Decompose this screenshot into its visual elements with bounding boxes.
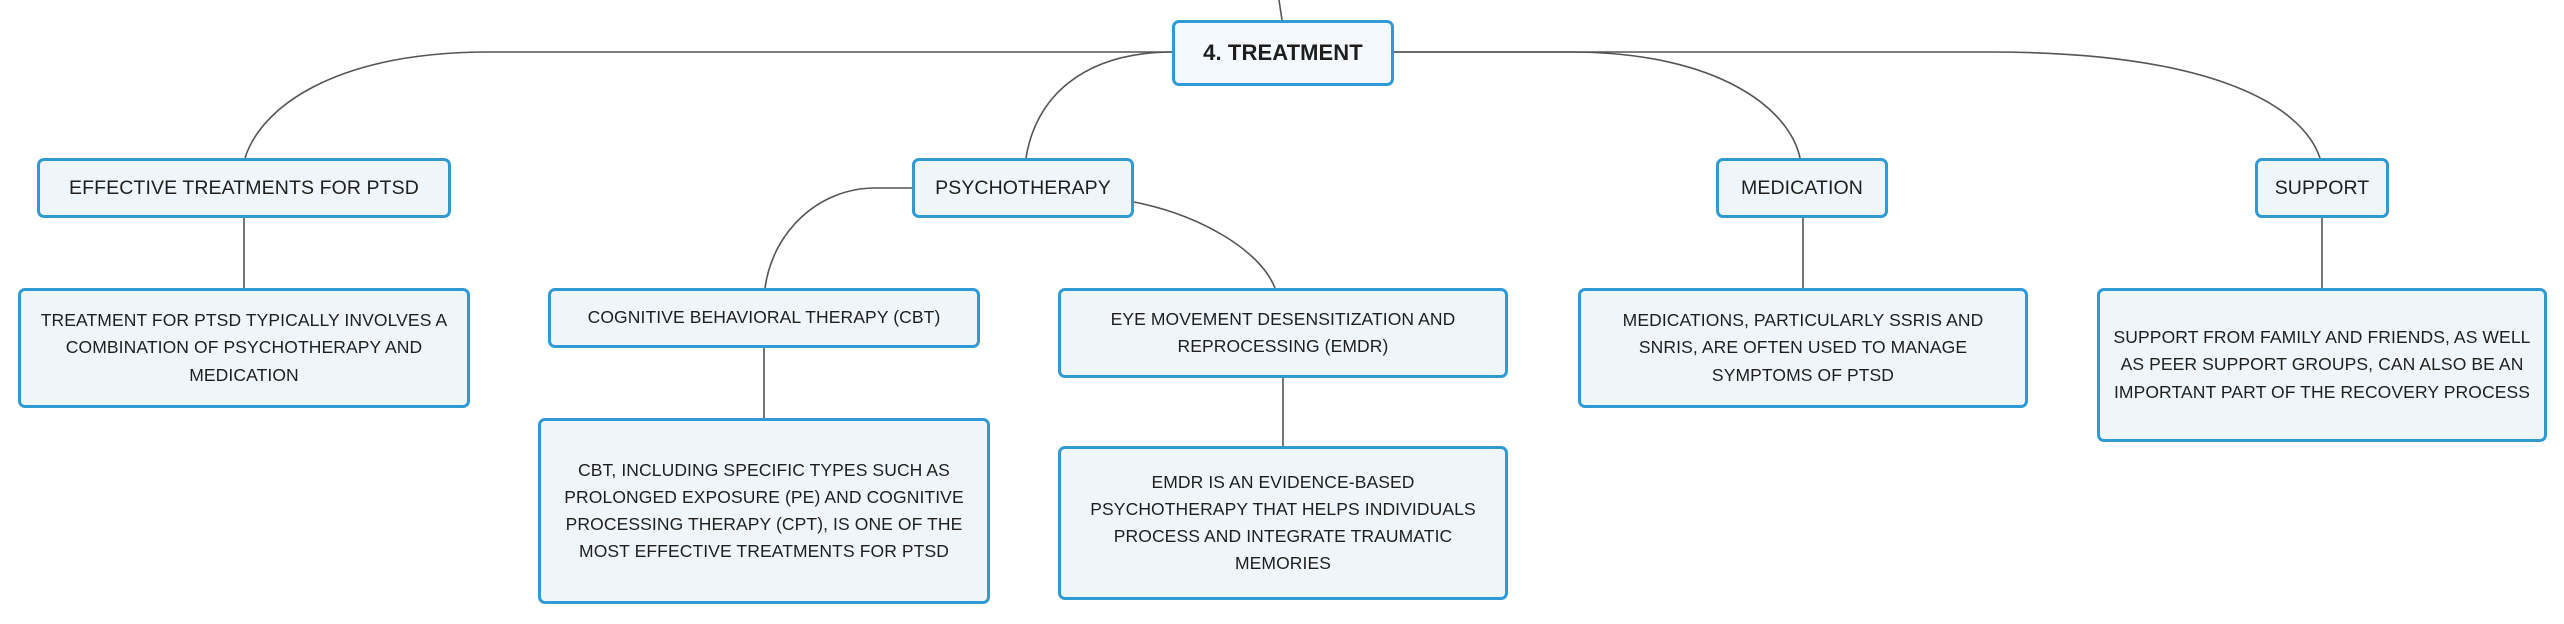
root-node-treatment[interactable]: 4. TREATMENT xyxy=(1172,20,1394,86)
topic-node-label: EFFECTIVE TREATMENTS FOR PTSD xyxy=(69,176,419,199)
detail-node-support[interactable]: SUPPORT FROM FAMILY AND FRIENDS, AS WELL… xyxy=(2097,288,2547,442)
detail-node-text: MEDICATIONS, PARTICULARLY SSRIS AND SNRI… xyxy=(1622,310,1984,385)
topic-node-label: PSYCHOTHERAPY xyxy=(935,176,1111,199)
detail-node-cbt[interactable]: CBT, INCLUDING SPECIFIC TYPES SUCH AS PR… xyxy=(538,418,990,604)
detail-node-text: SUPPORT FROM FAMILY AND FRIENDS, AS WELL… xyxy=(2113,327,2531,402)
subtopic-node-cbt[interactable]: COGNITIVE BEHAVIORAL THERAPY (CBT) xyxy=(548,288,980,348)
connector-root-to-support xyxy=(1393,51,2321,159)
subtopic-node-emdr[interactable]: EYE MOVEMENT DESENSITIZATION AND REPROCE… xyxy=(1058,288,1508,378)
detail-node-emdr[interactable]: EMDR IS AN EVIDENCE-BASED PSYCHOTHERAPY … xyxy=(1058,446,1508,600)
connector-parent-to-root xyxy=(1278,0,1283,21)
subtopic-node-label: COGNITIVE BEHAVIORAL THERAPY (CBT) xyxy=(587,307,941,328)
topic-node-label: SUPPORT xyxy=(2274,176,2370,199)
topic-node-psychotherapy[interactable]: PSYCHOTHERAPY xyxy=(912,158,1134,218)
root-node-label: 4. TREATMENT xyxy=(1203,39,1363,65)
connector-root-to-medication xyxy=(1393,51,1801,159)
detail-node-text: EMDR IS AN EVIDENCE-BASED PSYCHOTHERAPY … xyxy=(1090,471,1476,574)
connector-psychotherapy-to-emdr xyxy=(1133,201,1276,289)
detail-node-text: CBT, INCLUDING SPECIFIC TYPES SUCH AS PR… xyxy=(564,459,964,562)
detail-node-text: TREATMENT FOR PTSD TYPICALLY INVOLVES A … xyxy=(40,310,448,385)
topic-node-support[interactable]: SUPPORT xyxy=(2255,158,2389,218)
detail-node-medication[interactable]: MEDICATIONS, PARTICULARLY SSRIS AND SNRI… xyxy=(1578,288,2028,408)
connector-psychotherapy-to-cbt xyxy=(764,187,913,289)
connector-root-to-psychotherapy xyxy=(1025,51,1174,159)
topic-node-label: MEDICATION xyxy=(1741,176,1863,199)
detail-node-effective-treatments[interactable]: TREATMENT FOR PTSD TYPICALLY INVOLVES A … xyxy=(18,288,470,408)
connector-root-to-effective-treatments xyxy=(244,51,1173,159)
topic-node-effective-treatments[interactable]: EFFECTIVE TREATMENTS FOR PTSD xyxy=(37,158,451,218)
topic-node-medication[interactable]: MEDICATION xyxy=(1716,158,1888,218)
subtopic-node-label: EYE MOVEMENT DESENSITIZATION AND REPROCE… xyxy=(1110,308,1456,356)
